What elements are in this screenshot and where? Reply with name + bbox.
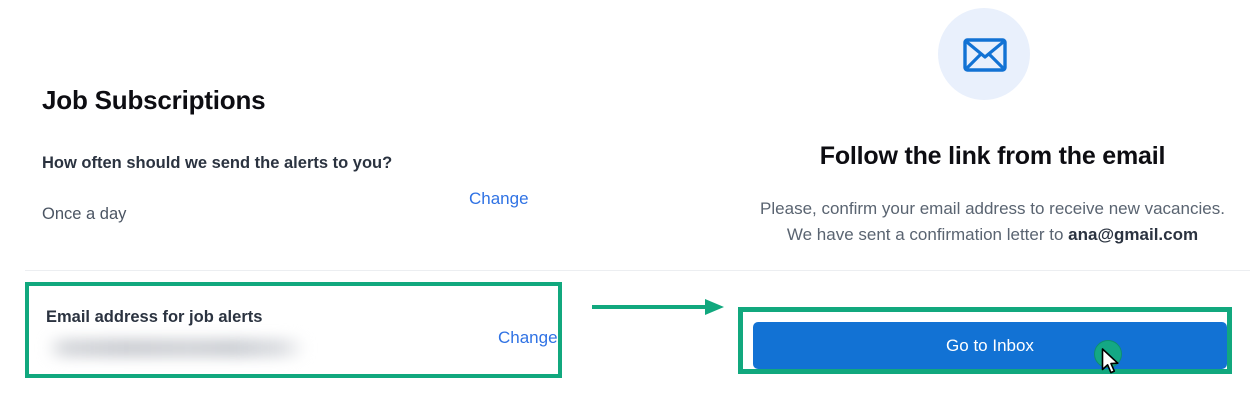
confirmation-title: Follow the link from the email xyxy=(819,142,1166,170)
mouse-cursor-icon xyxy=(1101,348,1119,374)
envelope-icon xyxy=(963,38,1007,72)
section-divider xyxy=(25,270,1250,271)
flow-arrow-icon xyxy=(592,299,724,315)
cta-highlight: Go to Inbox xyxy=(738,307,1232,374)
page-title: Job Subscriptions xyxy=(42,85,266,115)
change-frequency-link[interactable]: Change xyxy=(469,189,529,208)
frequency-value: Once a day xyxy=(42,205,127,223)
change-email-link[interactable]: Change xyxy=(498,328,558,347)
confirmation-body: Please, confirm your email address to re… xyxy=(756,196,1229,249)
envelope-badge xyxy=(938,8,1030,100)
confirmation-body-text: Please, confirm your email address to re… xyxy=(760,199,1225,245)
email-confirmation-panel: Follow the link from the email Please, c… xyxy=(735,0,1250,404)
setting-row-frequency: How often should we send the alerts to y… xyxy=(0,152,600,270)
go-to-inbox-button[interactable]: Go to Inbox xyxy=(753,322,1227,369)
email-row-highlight: Email address for job alerts Change xyxy=(25,282,562,378)
email-row-label: Email address for job alerts xyxy=(46,308,263,326)
frequency-label: How often should we send the alerts to y… xyxy=(42,154,393,172)
confirmation-email: ana@gmail.com xyxy=(1068,225,1199,245)
email-address-redacted xyxy=(45,338,307,358)
